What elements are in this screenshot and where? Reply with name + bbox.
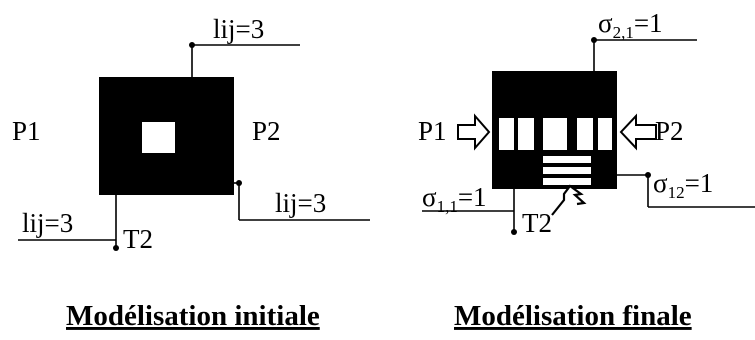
arrow-t2-icon	[551, 184, 587, 216]
initial-lij-right: lij=3	[275, 188, 326, 218]
final-cell	[598, 118, 612, 150]
initial-label-p1: P1	[12, 116, 41, 146]
initial-left-node	[113, 245, 119, 251]
final-cell	[543, 167, 591, 174]
initial-left-connector	[18, 195, 117, 248]
final-cell	[543, 178, 591, 185]
final-left-node	[511, 229, 517, 235]
arrow-p2-icon	[619, 113, 657, 151]
final-label-p2: P2	[655, 116, 684, 146]
final-right-connector	[617, 174, 755, 208]
initial-top-node	[189, 42, 195, 48]
initial-label-p2: P2	[252, 116, 281, 146]
final-sigma-left: σ1,1=1	[422, 182, 487, 216]
initial-block-hole	[142, 122, 175, 153]
final-top-connector	[593, 39, 697, 71]
initial-model: lij=3 lij=3 lij=3 P1 P2 T2 Modélisation …	[12, 14, 370, 332]
initial-top-connector	[191, 44, 300, 77]
initial-lij-top: lij=3	[213, 14, 264, 44]
initial-caption: Modélisation initiale	[66, 300, 320, 332]
final-label-t2: T2	[522, 208, 552, 238]
initial-label-t2: T2	[123, 224, 153, 254]
final-cell	[518, 118, 534, 150]
final-cells	[499, 118, 612, 185]
final-label-p1: P1	[418, 116, 447, 146]
final-model: σ2,1=1 σ12=1 σ1,1=1 P1 P2 T2 Modélisatio…	[418, 8, 755, 332]
final-top-node	[591, 37, 597, 43]
final-cell	[543, 118, 567, 150]
initial-right-node	[236, 180, 242, 186]
final-left-connector	[422, 189, 515, 232]
final-right-node	[645, 172, 651, 178]
final-cell	[499, 118, 514, 150]
initial-lij-left: lij=3	[22, 208, 73, 238]
final-cell	[543, 156, 591, 163]
arrow-p1-icon	[457, 113, 491, 151]
final-cell	[577, 118, 593, 150]
final-sigma-right: σ12=1	[653, 168, 713, 202]
final-sigma-top: σ2,1=1	[598, 8, 663, 42]
final-caption: Modélisation finale	[454, 300, 692, 332]
